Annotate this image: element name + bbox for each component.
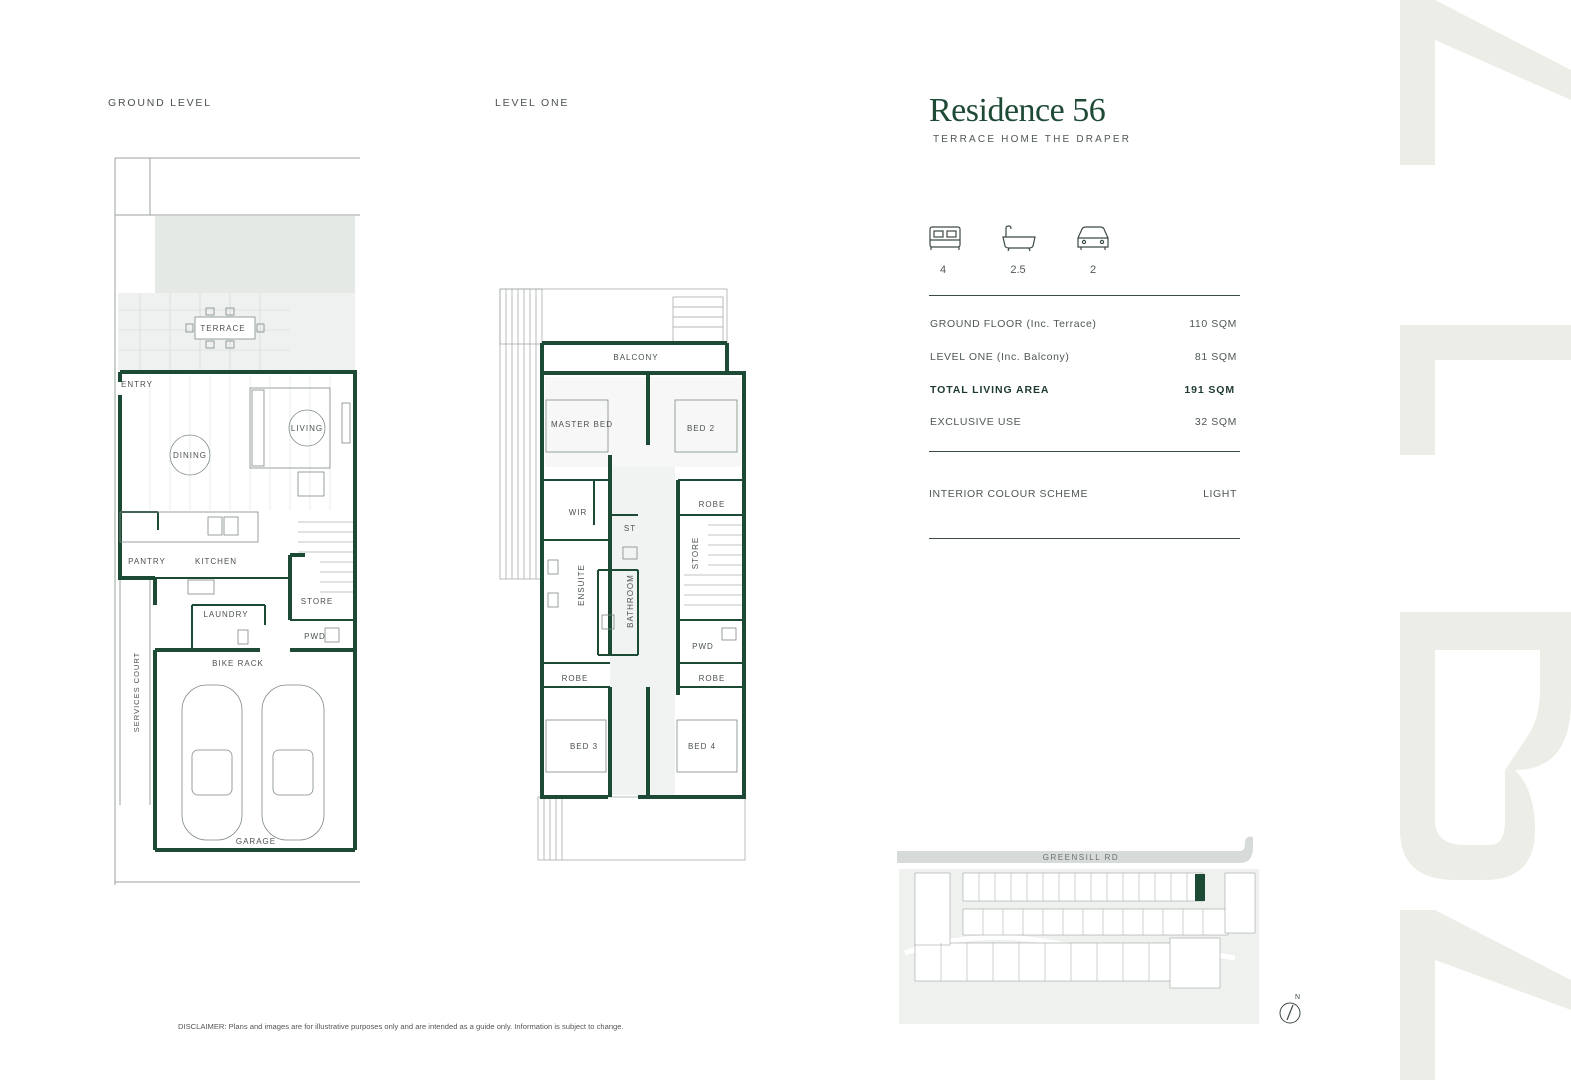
divider bbox=[929, 538, 1240, 539]
room-kitchen: KITCHEN bbox=[195, 557, 237, 566]
area-label-level-one: LEVEL ONE (Inc. Balcony) bbox=[930, 351, 1070, 363]
room-bed3: BED 3 bbox=[570, 742, 598, 751]
north-label: N bbox=[1295, 994, 1300, 1001]
divider bbox=[929, 295, 1240, 296]
room-pwd: PWD bbox=[304, 632, 326, 641]
north-arrow-icon: N bbox=[1279, 994, 1301, 1024]
area-value-ground: 110 SQM bbox=[1189, 318, 1237, 330]
car-spaces-count: 2 bbox=[1089, 264, 1097, 276]
area-label-exclusive: EXCLUSIVE USE bbox=[930, 416, 1022, 428]
room-store: STORE bbox=[301, 597, 333, 606]
area-value-total: 191 SQM bbox=[1184, 384, 1235, 396]
bedrooms-count: 4 bbox=[939, 264, 947, 276]
room-pantry: PANTRY bbox=[128, 557, 166, 566]
level-one-label: LEVEL ONE bbox=[495, 97, 570, 109]
colour-scheme-value: LIGHT bbox=[1203, 488, 1237, 500]
room-robe-b: ROBE bbox=[562, 674, 589, 683]
area-label-ground: GROUND FLOOR (Inc. Terrace) bbox=[930, 318, 1097, 330]
room-services-court: SERVICES COURT bbox=[132, 652, 141, 732]
residence-subtitle: TERRACE HOME THE DRAPER bbox=[933, 134, 1132, 145]
highlighted-lot bbox=[1195, 874, 1205, 901]
room-wir: WIR bbox=[569, 508, 588, 517]
room-ensuite: ENSUITE bbox=[577, 564, 586, 606]
room-entry: ENTRY bbox=[121, 380, 153, 389]
room-st: ST bbox=[624, 524, 636, 533]
ground-floor-plan: TERRACE ENTRY LIVING DINING PANTRY KITCH… bbox=[114, 157, 360, 885]
bathrooms-count: 2.5 bbox=[1010, 264, 1026, 276]
room-balcony: BALCONY bbox=[613, 353, 658, 362]
bath-icon bbox=[1002, 225, 1036, 252]
ground-level-label: GROUND LEVEL bbox=[108, 97, 212, 109]
colour-scheme-label: INTERIOR COLOUR SCHEME bbox=[929, 488, 1089, 500]
brand-watermark bbox=[1400, 0, 1571, 1080]
disclaimer-text: DISCLAIMER: Plans and images are for ill… bbox=[178, 1022, 624, 1031]
room-laundry: LAUNDRY bbox=[203, 610, 248, 619]
room-robe-a: ROBE bbox=[699, 500, 726, 509]
room-master-bed: MASTER BED bbox=[551, 420, 613, 429]
room-bed2: BED 2 bbox=[687, 424, 715, 433]
area-value-level-one: 81 SQM bbox=[1194, 351, 1237, 363]
room-living: LIVING bbox=[291, 424, 323, 433]
room-terrace: TERRACE bbox=[200, 324, 245, 333]
area-value-exclusive: 32 SQM bbox=[1194, 416, 1237, 428]
level-one-plan: BALCONY MASTER BED BED 2 WIR ROBE ST PWD… bbox=[499, 288, 746, 861]
room-bed4: BED 4 bbox=[688, 742, 716, 751]
bed-icon bbox=[929, 226, 961, 250]
residence-title: Residence 56 bbox=[929, 92, 1106, 129]
room-bike-rack: BIKE RACK bbox=[212, 659, 264, 668]
room-robe-c: ROBE bbox=[699, 674, 726, 683]
room-bathroom: BATHROOM bbox=[626, 574, 635, 628]
divider bbox=[929, 451, 1240, 452]
road-label: GREENSILL RD bbox=[1043, 853, 1119, 862]
site-plan: GREENSILL RD bbox=[897, 836, 1259, 1024]
room-pwd-upper: PWD bbox=[692, 642, 714, 651]
room-store-upper: STORE bbox=[691, 537, 700, 569]
area-label-total: TOTAL LIVING AREA bbox=[930, 384, 1050, 396]
room-dining: DINING bbox=[173, 451, 207, 460]
room-garage: GARAGE bbox=[236, 837, 276, 846]
car-icon bbox=[1077, 226, 1109, 250]
